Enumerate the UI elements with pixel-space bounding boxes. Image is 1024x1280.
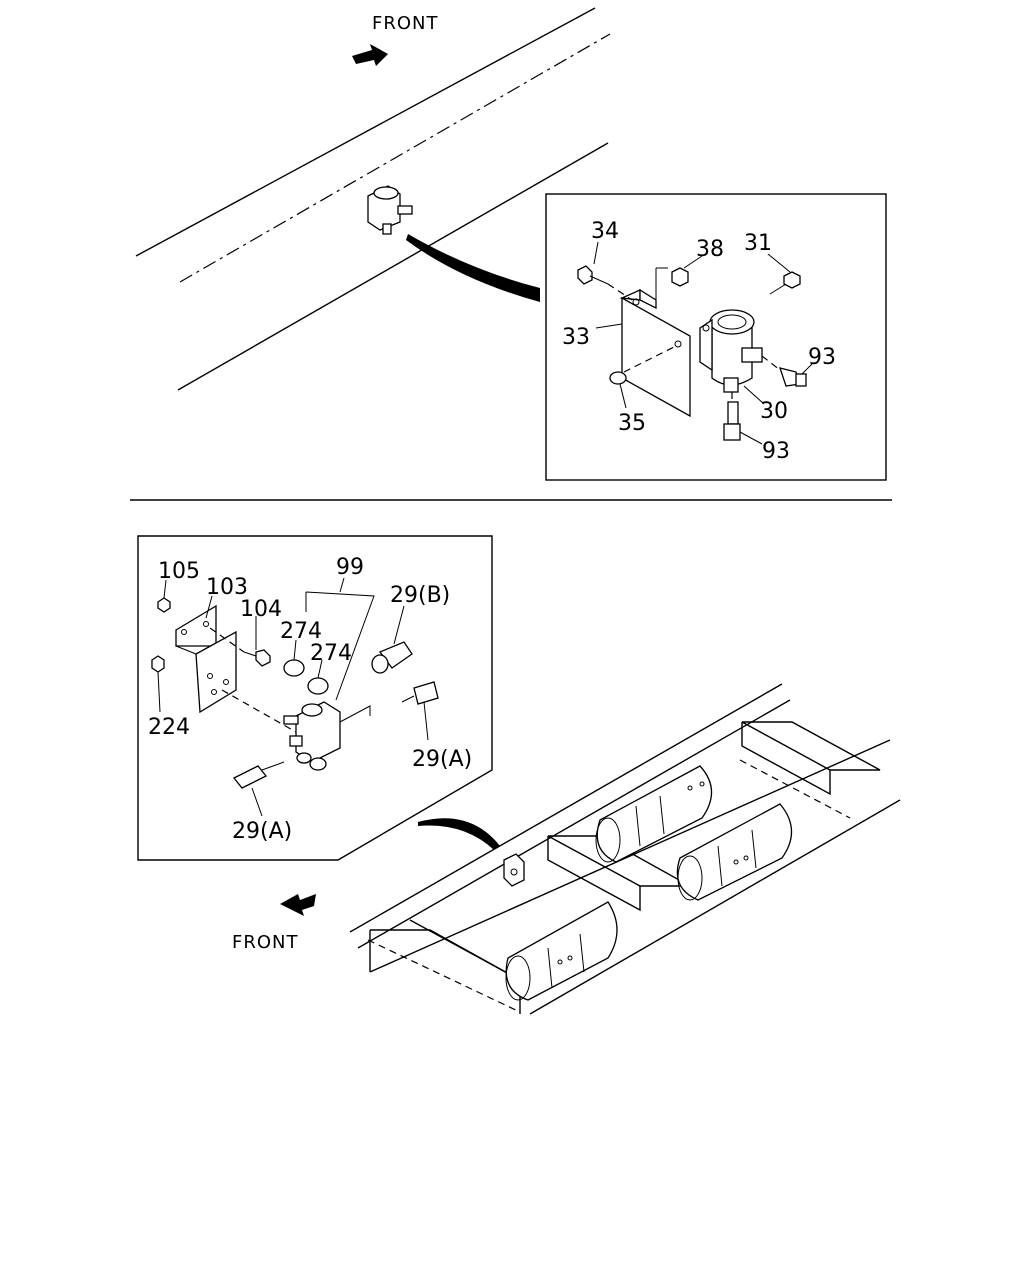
valve-location-mark	[367, 185, 413, 235]
callout-274-b: 274	[310, 641, 352, 666]
washer-35	[609, 371, 627, 385]
front-arrow-bottom-icon	[280, 894, 316, 916]
bolt-34	[577, 265, 633, 301]
callout-38: 38	[696, 237, 724, 262]
callout-31: 31	[744, 231, 772, 256]
nut-38	[655, 267, 689, 302]
fitting-29a-bottom	[232, 761, 285, 789]
fitting-93-bottom	[723, 392, 741, 441]
callout-33: 33	[562, 325, 590, 350]
detail-leader-wedge	[406, 234, 540, 302]
fitting-29b	[371, 641, 413, 674]
callout-29a-right: 29(A)	[412, 747, 472, 772]
fitting-29a-right	[401, 681, 439, 705]
detail-leader-wedge-bottom	[418, 818, 500, 850]
bolt-31	[769, 271, 801, 295]
bracket-33	[619, 288, 691, 418]
valve-location-mark-bottom	[503, 853, 525, 887]
callout-35: 35	[618, 411, 646, 436]
front-label-bottom: FRONT	[232, 932, 299, 953]
detail-box-bottom	[137, 535, 493, 861]
callout-29b: 29(B)	[390, 583, 450, 608]
bottom-frame-view: 105 103 99 29(B) 104 274 274 224 29(A) 2…	[137, 535, 901, 1015]
callout-224: 224	[148, 715, 190, 740]
callout-99: 99	[336, 555, 364, 580]
air-tank-front	[505, 901, 618, 1001]
callout-93-right: 93	[808, 345, 836, 370]
bolt-104	[209, 627, 271, 667]
air-tank-rear	[676, 803, 793, 901]
fitting-93-right	[761, 355, 807, 387]
callout-30: 30	[760, 399, 788, 424]
valve-body-30	[699, 309, 763, 393]
callout-93-bottom: 93	[762, 439, 790, 464]
front-arrow-top-icon	[352, 44, 388, 66]
cap-274-b	[307, 677, 329, 695]
callout-105: 105	[158, 559, 200, 584]
nut-224	[151, 655, 165, 673]
chassis-frame	[349, 683, 901, 1015]
relay-valve-99	[221, 689, 371, 771]
cap-274-a	[283, 659, 305, 677]
detail-box-top	[545, 193, 887, 481]
callout-29a-bottom: 29(A)	[232, 819, 292, 844]
callout-103: 103	[206, 575, 248, 600]
bracket-103	[175, 604, 237, 714]
callout-34: 34	[591, 219, 619, 244]
top-frame-view: FRONT	[135, 7, 887, 481]
nut-105	[157, 597, 171, 613]
callout-274-a: 274	[280, 619, 322, 644]
front-label-top: FRONT	[372, 13, 439, 34]
callout-104: 104	[240, 597, 282, 622]
air-tank-middle	[595, 765, 713, 863]
